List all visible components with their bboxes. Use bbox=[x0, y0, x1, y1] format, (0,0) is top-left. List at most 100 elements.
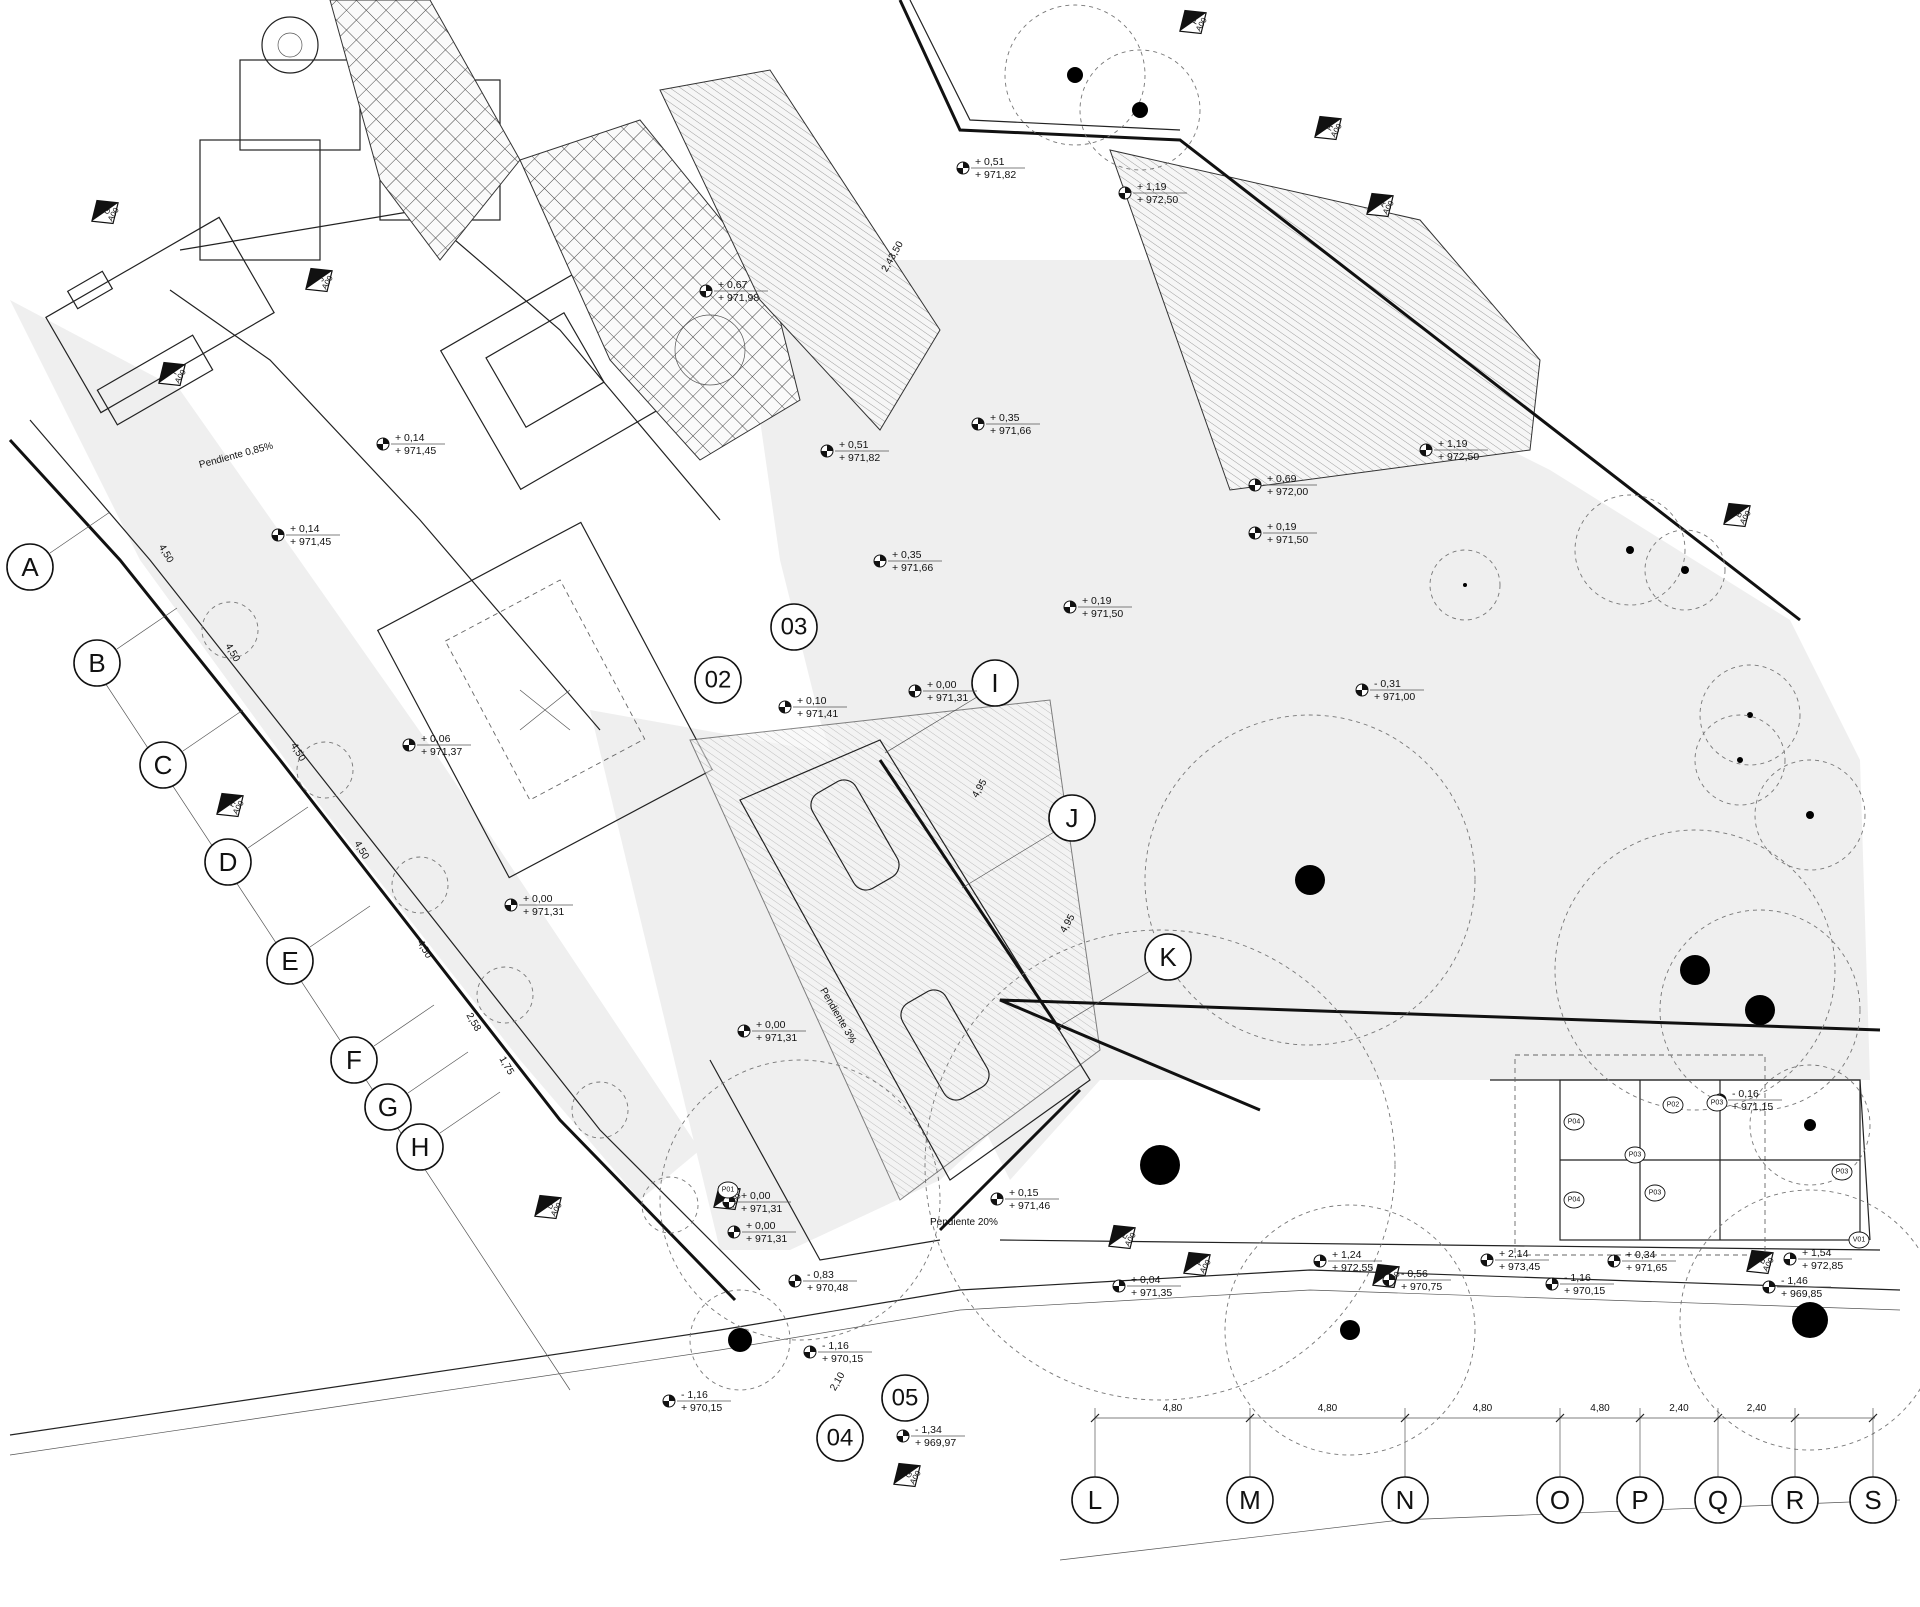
room-tag-label: P02 bbox=[1667, 1102, 1680, 1109]
level-absolute: + 972,55 bbox=[1332, 1262, 1373, 1274]
dim-vertical-2: 4,80 bbox=[1473, 1403, 1493, 1414]
level-relative: + 0,51 bbox=[839, 439, 869, 451]
level-absolute: + 971,65 bbox=[1626, 1262, 1667, 1274]
section-letter: G bbox=[102, 206, 113, 216]
level-relative: + 1,19 bbox=[1137, 181, 1167, 193]
grid-bubble-n: N bbox=[1381, 1408, 1429, 1524]
grid-label: I bbox=[991, 668, 998, 698]
level-absolute: + 970,15 bbox=[1564, 1285, 1605, 1297]
level-relative: + 0,34 bbox=[1626, 1249, 1656, 1261]
grid-bubble-k: K bbox=[1057, 933, 1192, 1028]
level-mark: + 0,00+ 971,31 bbox=[722, 1190, 791, 1215]
grid-bubble-g: G bbox=[364, 1051, 469, 1131]
svg-text:03: 03 bbox=[781, 614, 808, 641]
level-mark: + 0,14+ 971,45 bbox=[376, 432, 445, 457]
section-marker-bp: B'A00 bbox=[1723, 502, 1753, 528]
section-letter: H bbox=[227, 799, 238, 809]
level-absolute: + 971,66 bbox=[892, 562, 933, 574]
section-letter: A bbox=[1377, 199, 1388, 209]
level-relative: + 0,00 bbox=[741, 1190, 771, 1202]
level-relative: - 1,34 bbox=[915, 1424, 942, 1436]
level-relative: + 0,10 bbox=[797, 695, 827, 707]
trees bbox=[201, 4, 1920, 1456]
level-absolute: + 971,50 bbox=[1082, 608, 1123, 620]
grid-label: H bbox=[411, 1132, 430, 1162]
level-absolute: + 972,50 bbox=[1438, 451, 1479, 463]
grid-bubble-a: A bbox=[6, 511, 111, 591]
level-relative: - 1,16 bbox=[681, 1389, 708, 1401]
detail-ref-02: 02 bbox=[694, 656, 742, 704]
level-mark: + 0,69+ 972,00 bbox=[1248, 473, 1317, 498]
section-letter: B bbox=[1757, 1256, 1767, 1265]
level-relative: - 1,16 bbox=[822, 1340, 849, 1352]
level-relative: + 0,15 bbox=[1009, 1187, 1039, 1199]
level-mark: + 0,51+ 971,82 bbox=[820, 439, 889, 464]
grid-label: D bbox=[219, 847, 238, 877]
room-tag-label: P03 bbox=[1711, 1100, 1724, 1107]
level-relative: - 0,56 bbox=[1401, 1268, 1428, 1280]
detail-ref-05: 05 bbox=[881, 1374, 929, 1422]
level-absolute: + 971,66 bbox=[990, 425, 1031, 437]
level-absolute: + 971,31 bbox=[523, 906, 564, 918]
level-absolute: + 971,37 bbox=[421, 746, 462, 758]
grid-bubble-o: O bbox=[1536, 1408, 1584, 1524]
grid-bubble-f: F bbox=[330, 1004, 435, 1084]
level-mark: - 1,46+ 969,85 bbox=[1762, 1275, 1831, 1300]
level-absolute: + 971,31 bbox=[741, 1203, 782, 1215]
section-letter: F' bbox=[1190, 16, 1201, 26]
level-mark: - 1,16+ 970,15 bbox=[662, 1389, 731, 1414]
level-relative: + 0,67 bbox=[718, 279, 748, 291]
level-mark: + 0,35+ 971,66 bbox=[873, 549, 942, 574]
level-relative: + 0,14 bbox=[290, 523, 320, 535]
grid-label: A bbox=[21, 552, 39, 582]
grid-label: C bbox=[154, 750, 173, 780]
level-relative: + 1,19 bbox=[1438, 438, 1468, 450]
level-relative: + 0,35 bbox=[892, 549, 922, 561]
service-block bbox=[1514, 1054, 1861, 1256]
section-letter: G' bbox=[903, 1468, 915, 1480]
level-absolute: + 971,00 bbox=[1374, 691, 1415, 703]
level-absolute: + 971,35 bbox=[1131, 1287, 1172, 1299]
grid-bubble-d: D bbox=[204, 806, 309, 886]
section-letter: B' bbox=[1734, 508, 1745, 519]
level-absolute: + 973,45 bbox=[1499, 1261, 1540, 1273]
level-mark: + 0,51+ 971,82 bbox=[956, 156, 1025, 181]
grid-label: Q bbox=[1708, 1485, 1728, 1515]
room-tag-p01: P01 bbox=[717, 1181, 739, 1199]
level-mark: - 1,34+ 969,97 bbox=[896, 1424, 965, 1449]
level-relative: - 0,31 bbox=[1374, 678, 1401, 690]
level-absolute: + 969,85 bbox=[1781, 1288, 1822, 1300]
level-absolute: + 972,50 bbox=[1137, 194, 1178, 206]
grid-bubble-e: E bbox=[266, 905, 371, 985]
level-absolute: + 970,48 bbox=[807, 1282, 848, 1294]
level-mark: + 0,35+ 971,66 bbox=[971, 412, 1040, 437]
level-mark: + 0,04+ 971,35 bbox=[1112, 1274, 1181, 1299]
grid-bubble-h: H bbox=[396, 1091, 501, 1171]
level-mark: + 0,06+ 971,37 bbox=[402, 733, 471, 758]
detail-references: 02 03 04 05 bbox=[694, 603, 929, 1462]
level-relative: - 0,16 bbox=[1732, 1088, 1759, 1100]
grid-label: J bbox=[1066, 803, 1079, 833]
section-markers: GA00IA00HA00DA00AA00BA00EA00FA00CA00B'A0… bbox=[91, 9, 1776, 1488]
level-absolute: + 972,85 bbox=[1802, 1260, 1843, 1272]
level-relative: + 0,19 bbox=[1082, 595, 1112, 607]
room-tag-p03: P03 bbox=[1831, 1163, 1853, 1181]
level-mark: + 0,00+ 971,31 bbox=[727, 1220, 796, 1245]
room-tag-label: P04 bbox=[1568, 1119, 1581, 1126]
level-relative: + 0,04 bbox=[1131, 1274, 1161, 1286]
grid-label: R bbox=[1786, 1485, 1805, 1515]
level-relative: + 0,00 bbox=[927, 679, 957, 691]
level-absolute: + 971,41 bbox=[797, 708, 838, 720]
level-mark: + 0,14+ 971,45 bbox=[271, 523, 340, 548]
level-relative: - 1,16 bbox=[1564, 1272, 1591, 1284]
grid-label: B bbox=[88, 648, 105, 678]
level-absolute: + 971,45 bbox=[290, 536, 331, 548]
svg-text:02: 02 bbox=[705, 667, 732, 694]
room-tag-label: P03 bbox=[1629, 1152, 1642, 1159]
